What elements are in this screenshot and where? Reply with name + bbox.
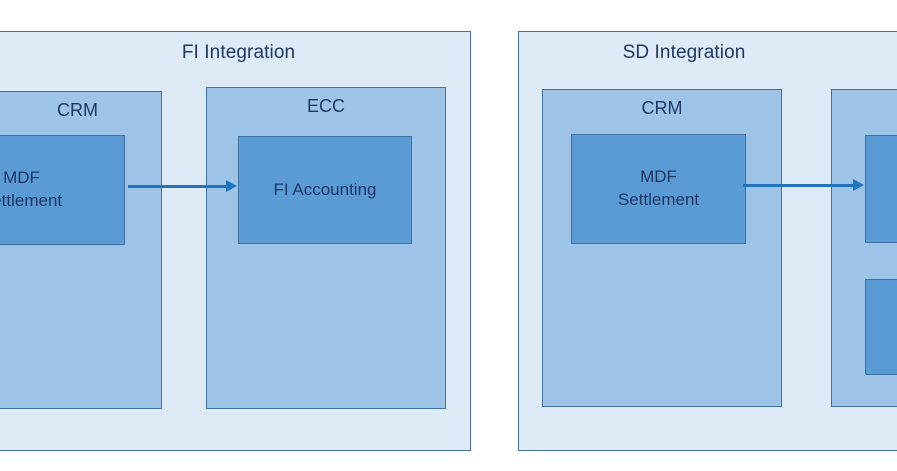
- arrow-head-mdf-to-clipped: [853, 179, 864, 191]
- panel-title-sd-integration: SD Integration: [622, 42, 746, 63]
- arrow-head-mdf-to-fi-accounting: [226, 180, 237, 192]
- system-right-clipped-sd: FI: [831, 89, 897, 407]
- system-ecc-fi: ECC FI Accounting: [206, 87, 446, 409]
- panel-sd-integration: SD Integration CRM MDF Settlement FI: [518, 31, 897, 451]
- arrow-line-mdf-to-fi-accounting: [128, 185, 227, 188]
- system-crm-sd: CRM MDF Settlement: [542, 89, 782, 407]
- system-title-crm-sd: CRM: [641, 98, 683, 118]
- system-title-ecc-fi: ECC: [306, 96, 345, 116]
- component-right-clipped-top: [865, 135, 897, 243]
- panel-fi-integration: FI Integration CRM MDF Settlement ECC FI…: [0, 31, 471, 451]
- system-title-crm-fi: CRM: [57, 100, 98, 120]
- system-crm-fi: CRM MDF Settlement: [0, 91, 162, 409]
- panel-title-fi-integration: FI Integration: [181, 42, 296, 63]
- component-right-clipped-bottom: FI: [865, 279, 897, 375]
- component-fi-accounting: FI Accounting: [238, 136, 412, 244]
- arrow-line-mdf-to-clipped: [743, 184, 854, 187]
- component-mdf-settlement-fi: MDF Settlement: [0, 135, 125, 245]
- component-mdf-settlement-sd: MDF Settlement: [571, 134, 746, 244]
